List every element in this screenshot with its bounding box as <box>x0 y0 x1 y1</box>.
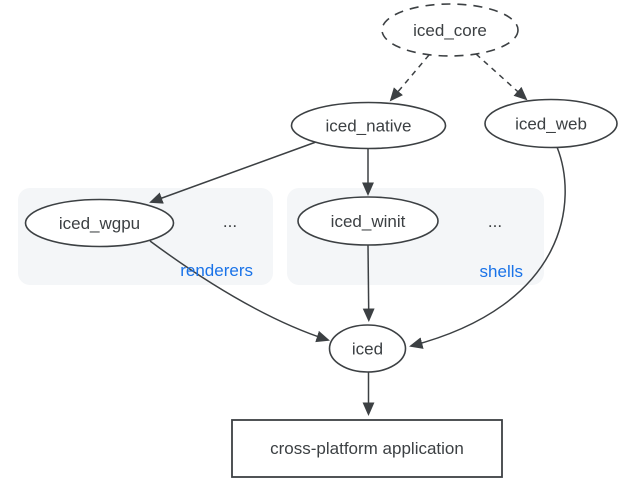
edge-iced-winit-to-iced <box>362 244 375 323</box>
node-iced-native: iced_native <box>290 101 447 150</box>
node-application-shape <box>231 419 503 478</box>
group-shells-label: shells <box>480 262 523 281</box>
group-renderers-label: renderers <box>180 261 253 280</box>
node-application-label: cross-platform application <box>270 439 464 458</box>
group-renderers-ellipsis: ... <box>223 212 237 231</box>
node-iced-web-shape <box>484 98 618 149</box>
group-shells-ellipsis: ... <box>488 212 502 231</box>
node-iced: iced <box>328 324 407 373</box>
node-iced-core: iced_core <box>381 3 519 57</box>
node-application: cross-platform application <box>231 419 503 478</box>
node-iced-web-label: iced_web <box>515 115 587 134</box>
node-iced-wgpu: iced_wgpu <box>24 198 175 248</box>
node-iced-native-shape <box>290 101 447 150</box>
node-iced-wgpu-shape <box>24 198 175 248</box>
node-iced-shape <box>328 324 407 373</box>
node-iced-winit: iced_winit <box>297 196 439 246</box>
node-iced-label: iced <box>352 340 383 359</box>
edge-iced-wgpu-to-iced <box>149 240 330 343</box>
node-iced-winit-label: iced_winit <box>331 212 406 231</box>
node-iced-core-shape <box>381 3 519 57</box>
node-iced-core-label: iced_core <box>413 21 487 40</box>
node-iced-wgpu-label: iced_wgpu <box>59 214 140 233</box>
node-iced-web: iced_web <box>484 98 618 149</box>
node-iced-winit-shape <box>297 196 439 246</box>
edge-iced-core-to-iced-web <box>475 53 528 101</box>
edge-iced-native-to-iced-wgpu <box>149 141 317 204</box>
edge-iced-core-to-iced-native <box>389 54 430 102</box>
node-iced-native-label: iced_native <box>325 117 411 136</box>
edge-iced-web-to-iced <box>409 146 566 349</box>
